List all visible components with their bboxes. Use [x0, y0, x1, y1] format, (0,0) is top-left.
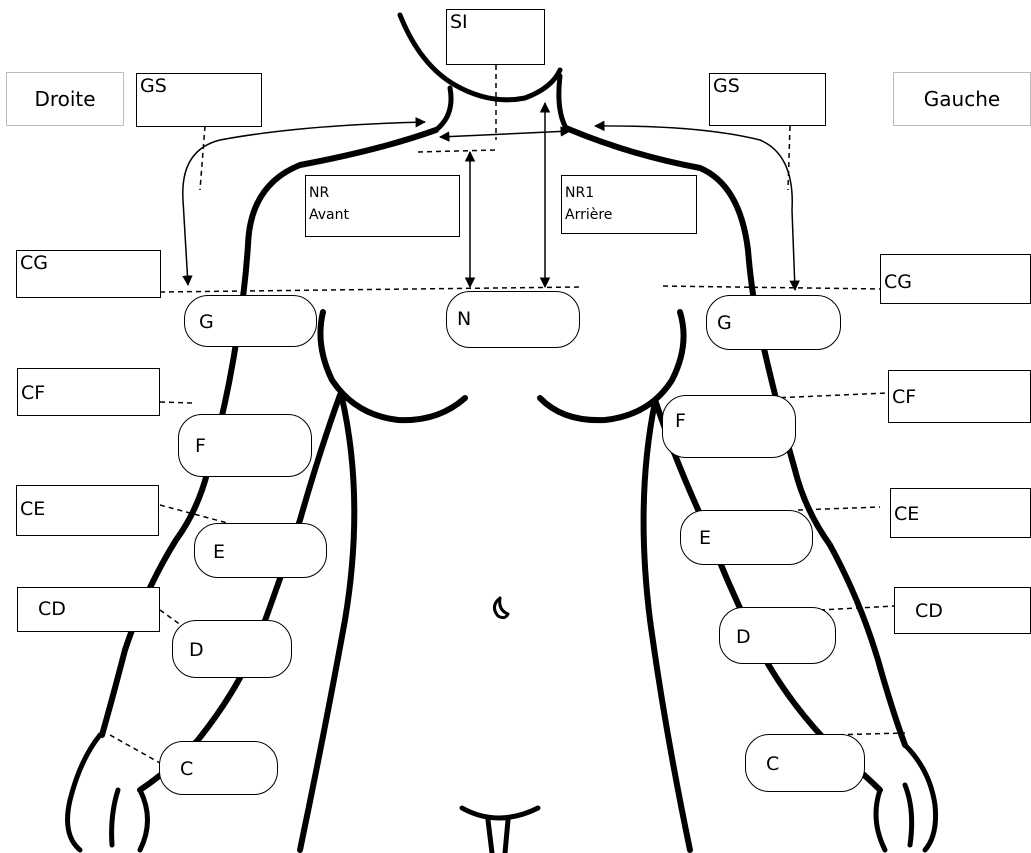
field-si[interactable]: SI [446, 9, 545, 65]
field-gs-right[interactable]: GS [136, 73, 262, 127]
field-cg-left-label: CG [884, 271, 912, 293]
field-cf-left-label: CF [892, 386, 916, 408]
side-label-right: Droite [6, 72, 124, 126]
hand-right [68, 735, 148, 850]
field-g-left[interactable]: G [706, 295, 841, 350]
field-cd-left[interactable]: CD [894, 587, 1031, 634]
field-n-label: N [457, 310, 471, 329]
arrow-neck-width [440, 131, 570, 137]
field-cg-right-label: CG [20, 252, 48, 274]
inner-arm-left [655, 400, 880, 790]
field-e-left[interactable]: E [680, 510, 813, 565]
field-d-left-label: D [736, 628, 751, 647]
field-nr-label: NR [309, 182, 459, 204]
side-label-left: Gauche [893, 72, 1031, 126]
field-nr1-sublabel: Arrière [565, 204, 696, 226]
field-g-left-label: G [717, 314, 732, 333]
field-gs-left[interactable]: GS [709, 73, 826, 126]
field-e-left-label: E [699, 529, 711, 548]
field-ce-right[interactable]: CE [16, 485, 159, 536]
field-ce-right-label: CE [20, 498, 45, 520]
navel [494, 598, 508, 618]
field-f-left-label: F [675, 412, 686, 431]
field-c-right[interactable]: C [159, 741, 278, 795]
field-cg-right[interactable]: CG [16, 250, 161, 298]
crotch [462, 808, 538, 853]
field-cf-right-label: CF [21, 382, 45, 404]
field-gs-left-label: GS [713, 75, 740, 97]
field-nr1-arriere[interactable]: NR1 Arrière [561, 175, 697, 234]
field-e-right-label: E [213, 543, 225, 562]
field-cd-left-label: CD [915, 600, 943, 622]
field-f-right[interactable]: F [178, 414, 312, 477]
dash-gs-right [200, 126, 205, 190]
field-d-left[interactable]: D [719, 607, 836, 664]
field-ce-left[interactable]: CE [890, 488, 1031, 538]
field-d-right[interactable]: D [172, 620, 292, 678]
field-g-right[interactable]: G [184, 295, 317, 347]
field-d-right-label: D [189, 641, 204, 660]
field-si-label: SI [450, 11, 468, 33]
field-e-right[interactable]: E [194, 523, 327, 578]
field-c-left[interactable]: C [745, 734, 865, 792]
dash-cf-right [160, 402, 192, 403]
field-g-right-label: G [199, 313, 214, 332]
hand-left [876, 745, 936, 850]
field-c-left-label: C [766, 755, 779, 774]
neck-left [436, 88, 451, 130]
field-nr-avant[interactable]: NR Avant [305, 175, 460, 237]
dash-c-right [110, 735, 160, 763]
field-cd-right[interactable]: CD [17, 587, 160, 632]
side-label-left-text: Gauche [924, 89, 1000, 109]
field-f-left[interactable]: F [662, 395, 796, 458]
dash-cg-left [663, 286, 880, 289]
field-cf-right[interactable]: CF [17, 368, 160, 416]
field-gs-right-label: GS [140, 75, 167, 97]
dash-cf-left [772, 393, 888, 398]
field-f-right-label: F [195, 437, 206, 456]
neck-right [559, 76, 566, 128]
field-cg-left[interactable]: CG [880, 254, 1031, 304]
dash-chest [418, 150, 495, 152]
field-nr1-label: NR1 [565, 182, 696, 204]
field-n[interactable]: N [446, 291, 580, 348]
field-cf-left[interactable]: CF [888, 370, 1031, 423]
field-c-right-label: C [180, 760, 193, 779]
field-ce-left-label: CE [894, 503, 919, 525]
side-label-right-text: Droite [34, 89, 95, 109]
field-nr-sublabel: Avant [309, 204, 459, 226]
field-cd-right-label: CD [38, 598, 66, 620]
